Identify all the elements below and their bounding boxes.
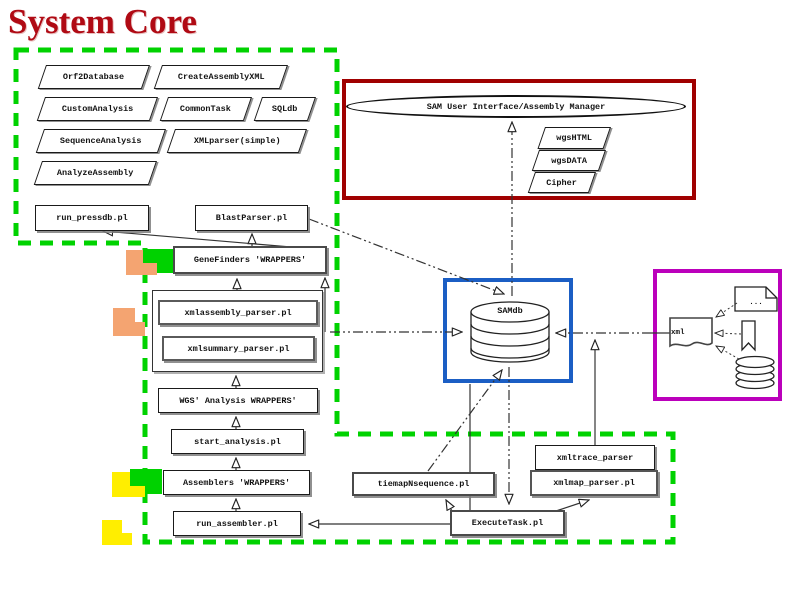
flow-blastparser-to-samdb xyxy=(308,218,504,294)
dotted-disks-to-xmldoc xyxy=(716,346,740,360)
node-label: WGS' Analysis WRAPPERS' xyxy=(179,395,297,406)
node-xmltrace-parser: xmltrace_parser xyxy=(535,445,655,470)
node-label: SAM User Interface/Assembly Manager xyxy=(426,101,606,112)
arrow-executetask-to-xmlmap xyxy=(555,500,589,512)
node-cipher: Cipher xyxy=(527,172,596,193)
node-label: ExecuteTask.pl xyxy=(471,518,544,528)
node-sqldb: SQLdb xyxy=(253,97,316,121)
node-label: SequenceAnalysis xyxy=(60,136,142,146)
node-label: wgsDATA xyxy=(551,155,587,166)
decor-orange-square-2 xyxy=(113,308,135,336)
node-executetask: ExecuteTask.pl xyxy=(450,510,565,536)
decor-orange-square-2b xyxy=(135,322,145,336)
node-xmlparser-simple: XMLparser(simple) xyxy=(166,129,307,153)
decor-yellow-square-2 xyxy=(102,520,122,545)
node-label: CommonTask xyxy=(180,104,232,114)
page-title: System Core xyxy=(8,2,197,41)
disk-stack-icon xyxy=(735,355,775,390)
node-wgshtml: wgsHTML xyxy=(537,127,611,149)
node-label: BlastParser.pl xyxy=(215,213,288,223)
report-document-dots: ... xyxy=(749,299,763,307)
node-customanalysis: CustomAnalysis xyxy=(36,97,158,121)
node-label: XMLparser(simple) xyxy=(193,136,281,146)
samdb-cylinder-icon xyxy=(470,301,550,363)
flow-tiemap-to-samdb xyxy=(427,370,502,472)
node-genefinders-wrappers: GeneFinders 'WRAPPERS' xyxy=(173,246,327,274)
node-label: xmlassembly_parser.pl xyxy=(184,307,292,318)
xml-document-label: xml xyxy=(671,329,685,337)
system-core-dashed-boundary xyxy=(13,47,676,545)
node-label: wgsHTML xyxy=(556,133,593,143)
node-label: Assemblers 'WRAPPERS' xyxy=(182,477,291,488)
node-sequenceanalysis: SequenceAnalysis xyxy=(35,129,166,153)
report-document-icon xyxy=(734,286,778,312)
node-label: AnalyzeAssembly xyxy=(57,168,134,178)
bookmark-ribbon-icon xyxy=(741,320,756,352)
dotted-ribbon-to-xmldoc xyxy=(715,333,742,334)
node-label: GeneFinders 'WRAPPERS' xyxy=(193,255,307,265)
node-label: run_pressdb.pl xyxy=(56,213,128,223)
decor-yellow-square-2b xyxy=(122,533,132,545)
node-xmlsummary-parser: xmlsummary_parser.pl xyxy=(162,336,315,361)
node-wgsdata: wgsDATA xyxy=(531,150,606,171)
node-assemblers-wrappers: Assemblers 'WRAPPERS' xyxy=(163,470,310,495)
node-wgs-analysis-wrappers: WGS' Analysis WRAPPERS' xyxy=(158,388,318,413)
node-run-assembler: run_assembler.pl xyxy=(173,511,301,536)
decor-orange-square-1b xyxy=(126,263,157,275)
node-label: CreateAssemblyXML xyxy=(177,72,265,82)
node-label: xmltrace_parser xyxy=(556,452,634,463)
node-start-analysis: start_analysis.pl xyxy=(171,429,304,454)
node-tiemapnsequence: tiemapNsequence.pl xyxy=(352,472,495,496)
node-label: start_analysis.pl xyxy=(194,436,281,447)
xml-output-group-frame xyxy=(653,269,782,401)
dotted-report-to-xmldoc xyxy=(716,302,738,317)
node-label: CustomAnalysis xyxy=(61,104,134,114)
node-label: Cipher xyxy=(546,177,578,188)
decor-yellow-square-1b xyxy=(112,486,145,497)
node-label: xmlmap_parser.pl xyxy=(553,478,635,488)
node-orf2database: Orf2Database xyxy=(37,65,150,89)
node-blastparser: BlastParser.pl xyxy=(195,205,308,231)
node-label: Orf2Database xyxy=(63,72,125,82)
node-createassemblyxml: CreateAssemblyXML xyxy=(153,65,288,89)
ui-group-frame xyxy=(342,79,696,200)
node-xmlmap-parser: xmlmap_parser.pl xyxy=(530,470,658,496)
node-analyzeassembly: AnalyzeAssembly xyxy=(33,161,157,185)
node-label: tiemapNsequence.pl xyxy=(377,479,470,489)
database-group-frame xyxy=(443,278,573,383)
node-commontask: CommonTask xyxy=(159,97,252,121)
node-xmlassembly-parser: xmlassembly_parser.pl xyxy=(158,300,318,325)
samdb-label: SAMdb xyxy=(497,306,523,316)
node-sam-user-interface: SAM User Interface/Assembly Manager xyxy=(346,95,686,118)
xml-document-icon xyxy=(669,317,713,348)
node-label: run_assembler.pl xyxy=(196,518,278,529)
node-label: SQLdb xyxy=(272,104,298,114)
node-label: xmlsummary_parser.pl xyxy=(187,343,290,354)
node-run-pressdb: run_pressdb.pl xyxy=(35,205,149,231)
